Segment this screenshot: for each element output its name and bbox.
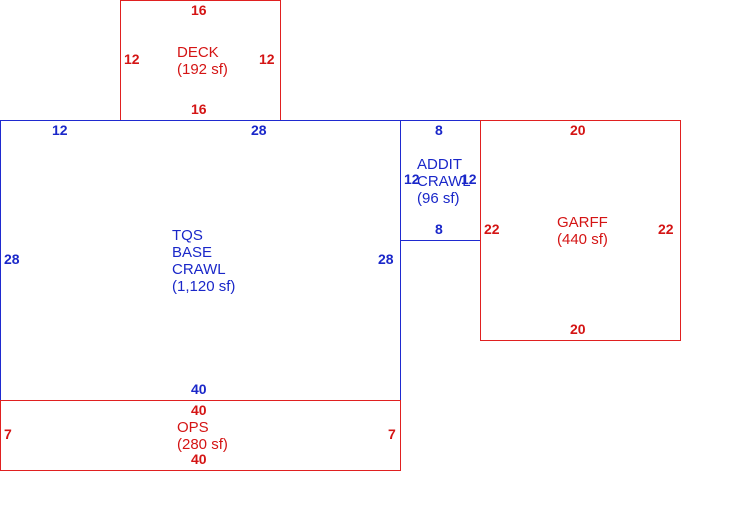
deck-dim-right: 12	[259, 51, 275, 67]
deck-dim-top: 16	[191, 2, 207, 18]
ops-name: OPS	[177, 419, 209, 436]
addit-crawl-label: ADDIT CRAWL (96 sf)	[417, 156, 471, 207]
deck-name: DECK	[177, 44, 219, 61]
garff-dim-bottom: 20	[570, 321, 586, 337]
ops-label: OPS (280 sf)	[177, 419, 228, 453]
ops-dim-left: 7	[4, 426, 12, 442]
addit-line2: CRAWL	[417, 173, 471, 190]
addit-dim-bottom: 8	[435, 221, 443, 237]
ops-area: (280 sf)	[177, 436, 228, 453]
deck-dim-bottom: 16	[191, 101, 207, 117]
main-dim-right: 28	[378, 251, 394, 267]
ops-outline	[0, 400, 401, 471]
main-dim-bottom: 40	[191, 381, 207, 397]
garff-area: (440 sf)	[557, 231, 608, 248]
ops-dim-bottom: 40	[191, 451, 207, 467]
ops-dim-top: 40	[191, 402, 207, 418]
deck-area: (192 sf)	[177, 61, 228, 78]
main-line1: TQS	[172, 227, 203, 244]
main-dim-left: 28	[4, 251, 20, 267]
garff-dim-right: 22	[658, 221, 674, 237]
main-dim-top: 28	[251, 122, 267, 138]
addit-dim-left: 12	[404, 171, 420, 187]
main-line2: BASE	[172, 244, 213, 261]
addit-dim-top: 8	[435, 122, 443, 138]
ops-dim-right: 7	[388, 426, 396, 442]
garff-dim-left: 22	[484, 221, 500, 237]
main-line3: CRAWL	[172, 261, 226, 278]
addit-line1: ADDIT	[417, 156, 462, 173]
addit-dim-right: 12	[461, 171, 477, 187]
deck-label: DECK (192 sf)	[177, 44, 228, 78]
deck-dim-left: 12	[124, 51, 140, 67]
addit-area: (96 sf)	[417, 190, 460, 207]
main-crawl-label: TQS BASE CRAWL (1,120 sf)	[172, 227, 235, 295]
garff-name: GARFF	[557, 214, 608, 231]
garff-outline	[480, 120, 681, 341]
garff-label: GARFF (440 sf)	[557, 214, 608, 248]
main-dim-top-left: 12	[52, 122, 68, 138]
garff-dim-top: 20	[570, 122, 586, 138]
main-area: (1,120 sf)	[172, 278, 236, 295]
